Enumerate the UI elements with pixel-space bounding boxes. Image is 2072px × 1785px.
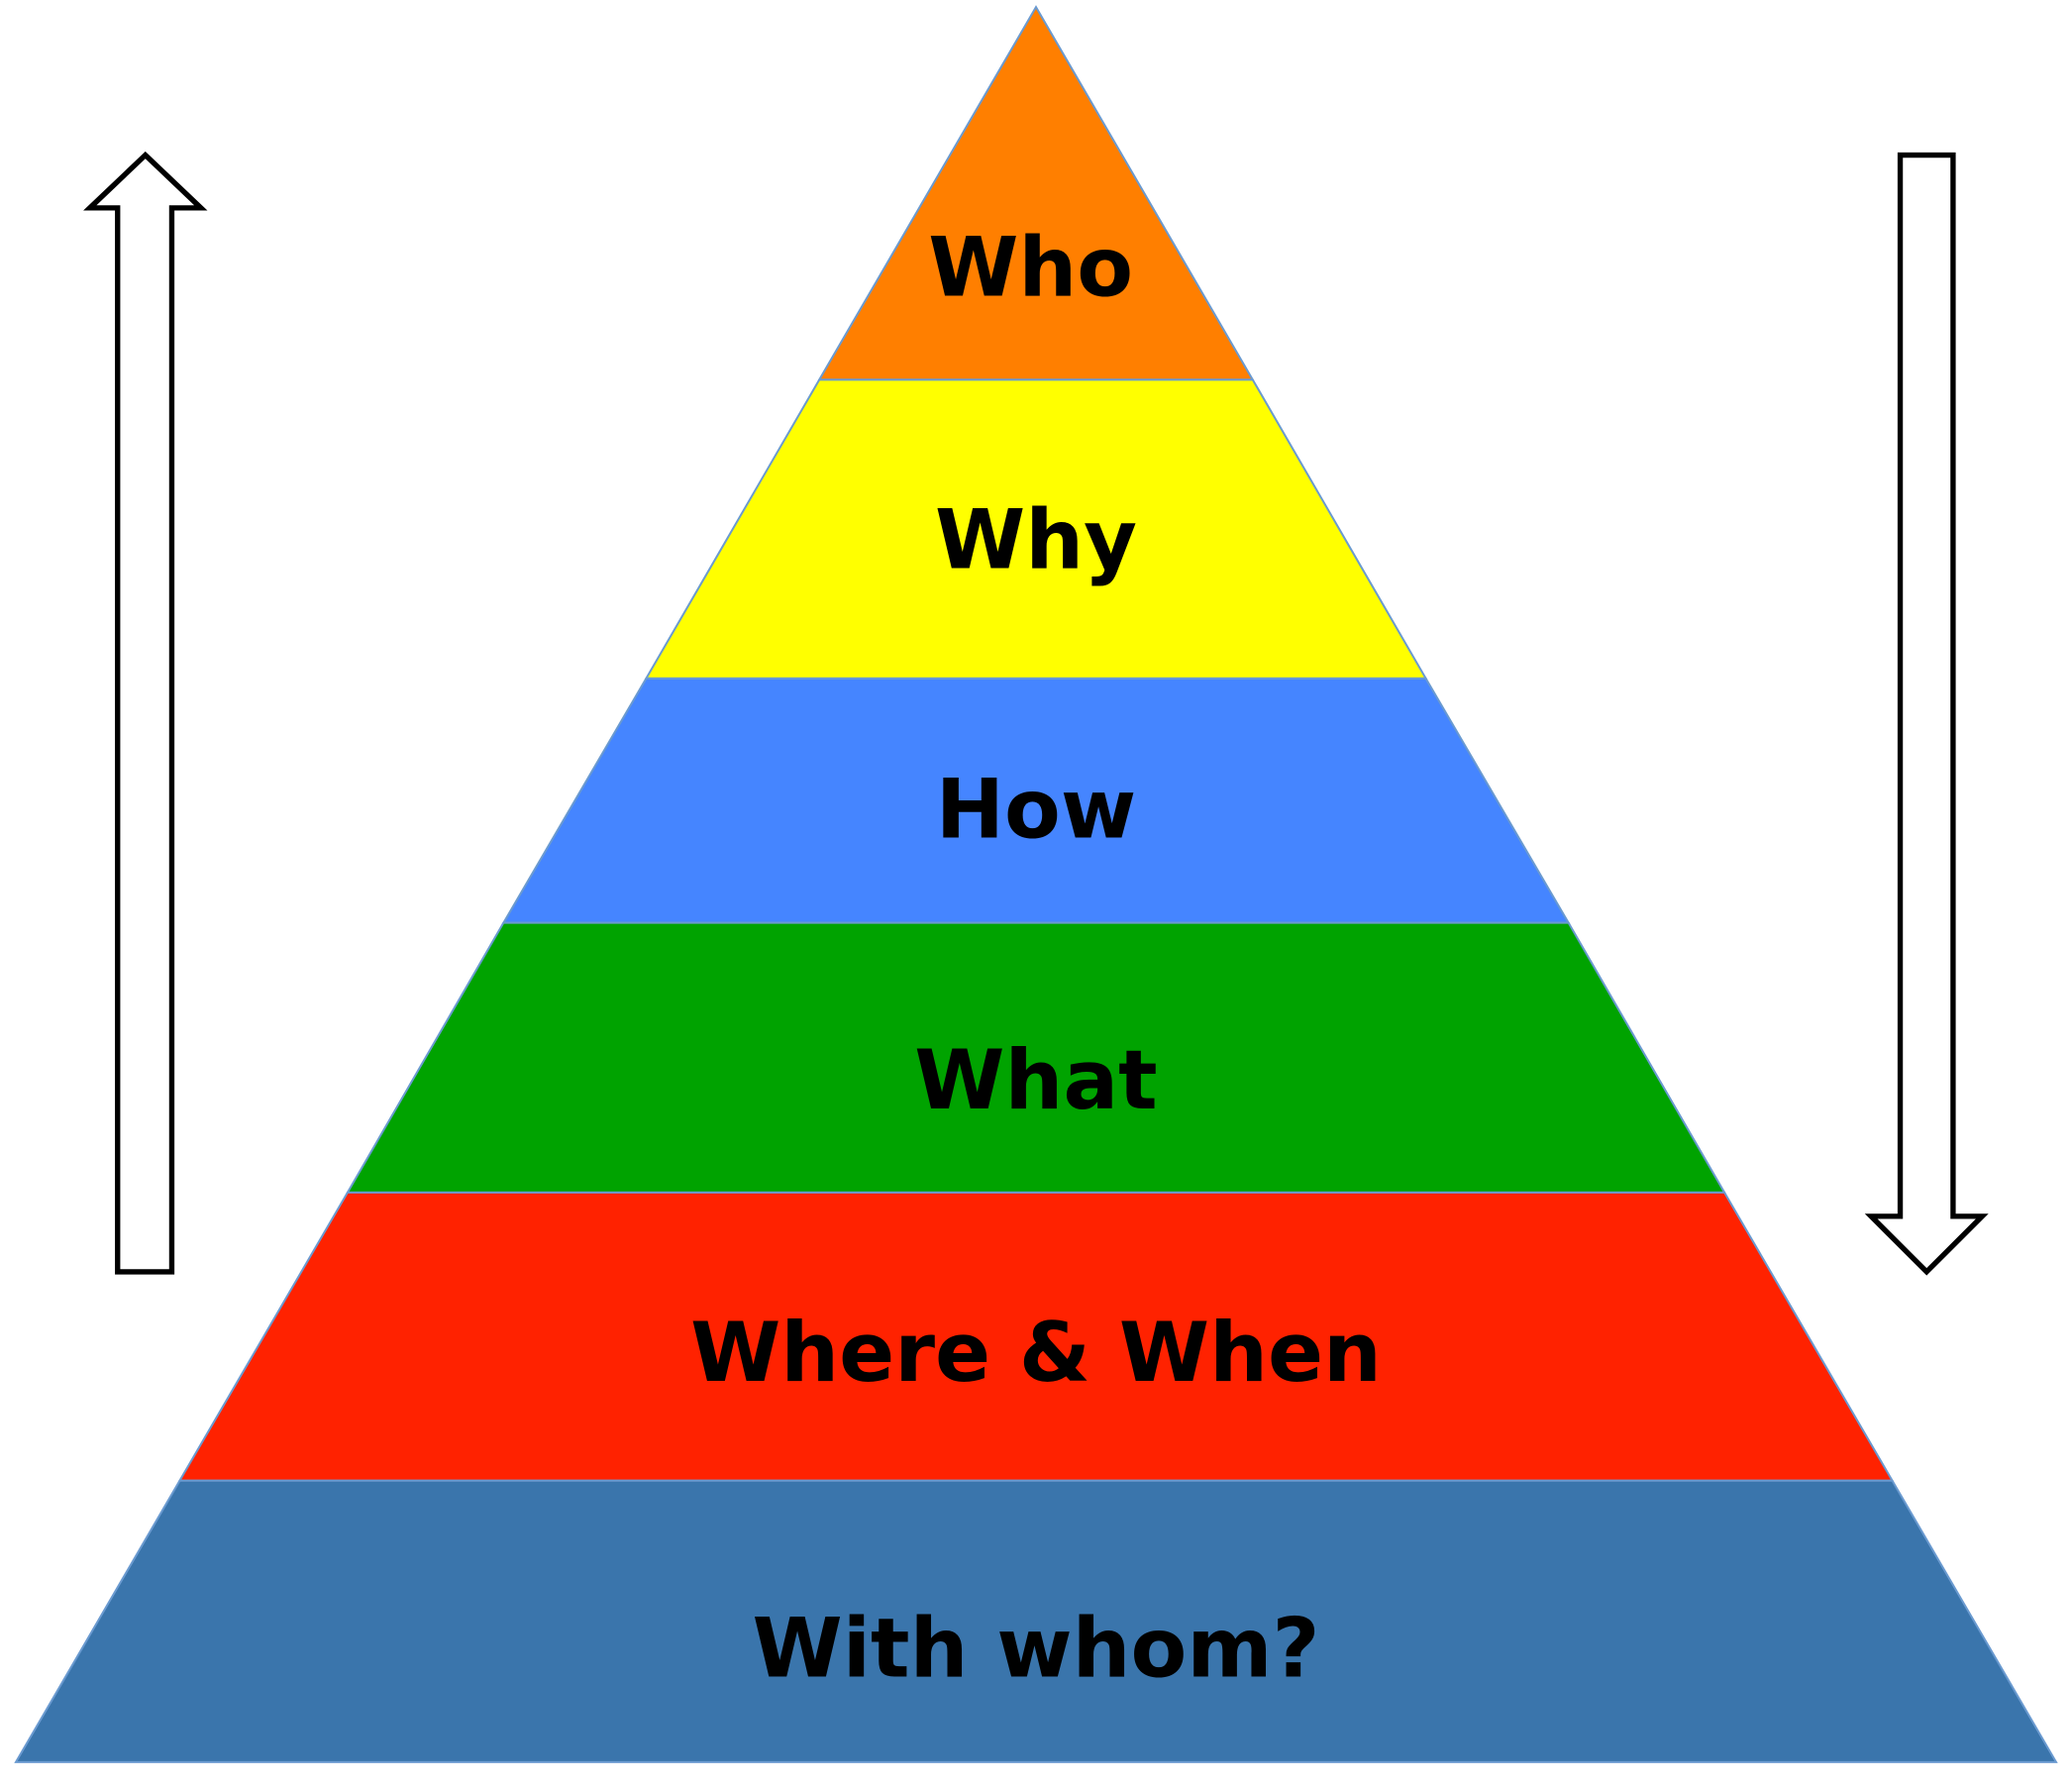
level-with-whom <box>14 1479 2058 1763</box>
label-why: Why <box>935 491 1137 587</box>
label-who: Who <box>928 219 1133 315</box>
label-how: How <box>936 761 1136 857</box>
label-with-whom: With whom? <box>752 1601 1319 1697</box>
label-what: What <box>914 1032 1157 1128</box>
arrow-down-icon <box>1864 152 1989 1276</box>
level-who <box>817 5 1255 381</box>
pyramid: Who Why How What Where & When With whom? <box>14 5 2058 1763</box>
label-where-when: Where & When <box>690 1305 1382 1401</box>
arrow-up-icon <box>83 151 208 1275</box>
